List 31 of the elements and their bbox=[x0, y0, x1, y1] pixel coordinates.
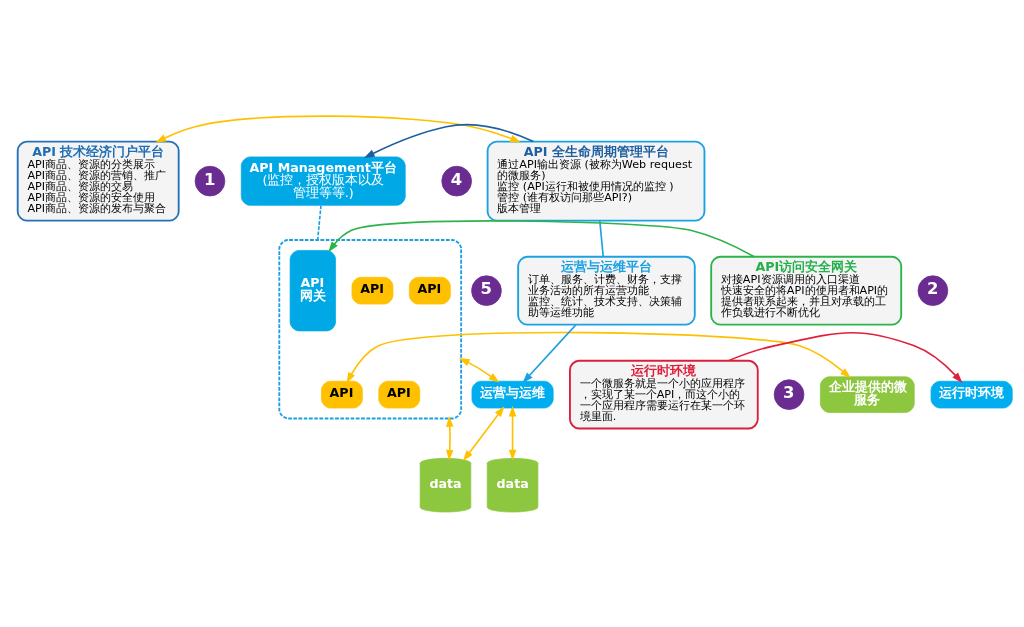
arrow bbox=[458, 357, 500, 383]
node-box: 运行时环境 一个微服务就是一个小的应用程序，实现了某一个API，而这个小的一个应用程序需要运行在某一个环境里面. bbox=[569, 359, 759, 429]
node-box: 运营与运维平台 订单、服务、计费、财务，支撑业务活动的所有运营功能 监控、统计、技术支持、决策辅助等运维功能 bbox=[517, 255, 696, 325]
node-box: API 全生命周期管理平台 通过API输出资源 (被称为Web request的微服务) 监控 (API运行和被使用情况的监控 ) 管控 (谁有权访问那些API?) 版本管理 bbox=[486, 140, 706, 222]
node-box: API 网关 bbox=[289, 249, 336, 331]
arrow bbox=[155, 114, 521, 143]
arrow bbox=[328, 219, 756, 258]
node-box: API Management平台 (监控，授权版本以及管理等等.) bbox=[240, 156, 406, 206]
node-circle: 5 bbox=[471, 274, 502, 306]
arrow bbox=[463, 405, 505, 461]
arrow bbox=[446, 415, 454, 461]
node-box: 企业提供的微服务 bbox=[820, 375, 915, 413]
node-box: API bbox=[408, 276, 451, 304]
node-circle: 2 bbox=[917, 274, 949, 306]
arrow bbox=[346, 331, 851, 383]
node-box: API bbox=[321, 380, 363, 408]
node-circle: 1 bbox=[194, 165, 226, 196]
node-box: API bbox=[351, 276, 394, 304]
arrow bbox=[363, 123, 535, 158]
node-box: API访问安全网关 对接API资源调用的入口渠道 快速安全的将API的使用者和API的提供者联系起来，并且对承载的工作负载进行不断优化 bbox=[710, 255, 903, 325]
node-box: API bbox=[378, 380, 421, 408]
arrow bbox=[727, 331, 963, 383]
arrow bbox=[508, 405, 517, 461]
node-circle: 3 bbox=[773, 378, 805, 410]
node-box: 运营与运维 bbox=[471, 380, 554, 408]
connector bbox=[316, 204, 322, 241]
arrow bbox=[522, 323, 577, 383]
node-circle: 4 bbox=[441, 165, 472, 196]
node-box: 运行时环境 bbox=[930, 380, 1013, 408]
connector bbox=[598, 219, 605, 257]
node-box: API 技术经济门户平台 API商品、资源的分类展示 API商品、资源的营销、推广 API商品、资源的交易 API商品、资源的安全使用 API商品、资源的发布与聚合 bbox=[16, 140, 180, 222]
